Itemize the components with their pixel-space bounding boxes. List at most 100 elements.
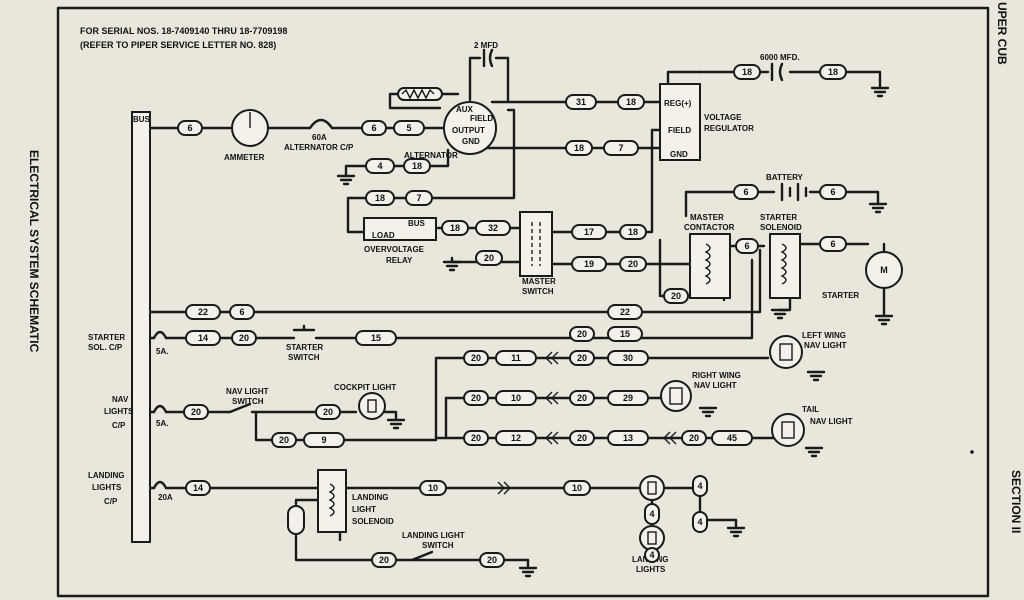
starter-solenoid-label-2: SOLENOID [760, 223, 802, 232]
nav-light-switch-label-1: NAV LIGHT [226, 387, 269, 396]
wire-label: 4 [697, 517, 702, 527]
side-title-left: ELECTRICAL SYSTEM SCHEMATIC [27, 150, 41, 353]
wire-label: 20 [577, 433, 587, 443]
wire-label: 7 [416, 193, 421, 203]
tail-label-1: TAIL [802, 405, 819, 414]
wire-label: 6 [187, 123, 192, 133]
wire-label: 20 [239, 333, 249, 343]
landing-light-switch [410, 550, 434, 562]
landing-lights-cp-label-3: C/P [104, 497, 118, 506]
wire-label: 4 [649, 550, 654, 560]
serial-header: FOR SERIAL NOS. 18-7409140 THRU 18-77091… [80, 26, 287, 36]
landing-switch-label-1: LANDING LIGHT [402, 531, 465, 540]
landing-solenoid-diode [287, 505, 305, 535]
alternator-circuit-breaker [308, 118, 334, 130]
landing-light-lower [639, 525, 665, 551]
wire-label: 22 [620, 307, 630, 317]
wire-label: 20 [379, 555, 389, 565]
wire-label: 10 [511, 393, 521, 403]
wire-label: 9 [321, 435, 326, 445]
battery [780, 182, 808, 202]
wire-label: 18 [375, 193, 385, 203]
motor-symbol: M [880, 265, 888, 275]
voltage-regulator [659, 83, 701, 161]
wire-label: 30 [623, 353, 633, 363]
wire-label: 6 [830, 239, 835, 249]
page-border [56, 6, 990, 598]
alt-output-label: OUTPUT [452, 126, 485, 135]
starter-sol-circuit-breaker [152, 330, 168, 340]
ammeter-label: AMMETER [224, 153, 265, 162]
wire-label: 20 [689, 433, 699, 443]
wire-label: 14 [193, 483, 203, 493]
wire-label: 15 [371, 333, 381, 343]
reg-gnd-label: GND [670, 150, 688, 159]
alternator [443, 101, 497, 155]
cockpit-light-label: COCKPIT LIGHT [334, 383, 396, 392]
wire-label: 6 [830, 187, 835, 197]
starter-sol-rating: 5A. [156, 347, 168, 356]
nav-lights-cp-label-1: NAV [112, 395, 129, 404]
tail-label-2: NAV LIGHT [810, 417, 853, 426]
service-letter-header: (REFER TO PIPER SERVICE LETTER NO. 828) [80, 40, 276, 50]
wire-label: 45 [727, 433, 737, 443]
wire-label: 12 [511, 433, 521, 443]
wire-label: 6 [371, 123, 376, 133]
wire-labels: 6 6 5 4 18 18 7 31 18 18 7 18 18 18 32 2… [177, 64, 847, 568]
wire-label: 18 [828, 67, 838, 77]
reg-field-label: FIELD [668, 126, 691, 135]
alt-gnd-label: GND [462, 137, 480, 146]
wire-label: 22 [198, 307, 208, 317]
starter-switch-label-1: STARTER [286, 343, 323, 352]
wire-label: 14 [198, 333, 208, 343]
wire-label: 20 [487, 555, 497, 565]
ground-symbols [336, 86, 894, 578]
wire-label: 15 [620, 329, 630, 339]
landing-sol-label-3: SOLENOID [352, 517, 394, 526]
right-wing-label-2: NAV LIGHT [694, 381, 737, 390]
master-switch [519, 211, 553, 277]
wire-label: 20 [279, 435, 289, 445]
starter-sol-cp-label-1: STARTER [88, 333, 125, 342]
master-contactor-label-1: MASTER [690, 213, 724, 222]
starter-switch [288, 324, 316, 340]
side-title-right-bottom: SECTION II [1009, 470, 1023, 533]
starter-label: STARTER [822, 291, 859, 300]
wire-label: 18 [628, 227, 638, 237]
voltage-label: VOLTAGE [704, 113, 742, 122]
alt-field-label: FIELD [470, 114, 493, 123]
wire-label: 20 [471, 353, 481, 363]
wire-label: 17 [584, 227, 594, 237]
main-bus-bar [131, 111, 151, 543]
landing-lights-circuit-breaker [152, 480, 168, 490]
wire-label: 29 [623, 393, 633, 403]
left-wing-nav-light [769, 335, 803, 369]
wire-connectors [497, 351, 677, 495]
wire-label: 20 [471, 393, 481, 403]
wire-label: 6 [744, 241, 749, 251]
wire-label: 20 [577, 353, 587, 363]
landing-lights-cp-label-2: LIGHTS [92, 483, 122, 492]
master-contactor [689, 233, 731, 299]
landing-switch-label-2: SWITCH [422, 541, 454, 550]
alt-aux-label: AUX [456, 105, 474, 114]
wire-label: 4 [649, 509, 654, 519]
wire-label: 20 [577, 393, 587, 403]
nav-lights-cp-label-3: C/P [112, 421, 126, 430]
right-wing-label-1: RIGHT WING [692, 371, 741, 380]
landing-sol-label-2: LIGHT [352, 505, 376, 514]
wire-label: 18 [450, 223, 460, 233]
scan-speck [970, 450, 974, 454]
nav-lights-circuit-breaker [152, 404, 168, 414]
wire-label: 6 [743, 187, 748, 197]
wire-label: 5 [406, 123, 411, 133]
wire-label: 20 [577, 329, 587, 339]
landing-lights-cp-label-1: LANDING [88, 471, 124, 480]
bus-label: BUS [133, 115, 151, 124]
wire-label: 20 [628, 259, 638, 269]
side-title-right-top: UPER CUB [995, 2, 1009, 65]
master-contactor-label-2: CONTACTOR [684, 223, 735, 232]
wire-label: 4 [377, 161, 382, 171]
